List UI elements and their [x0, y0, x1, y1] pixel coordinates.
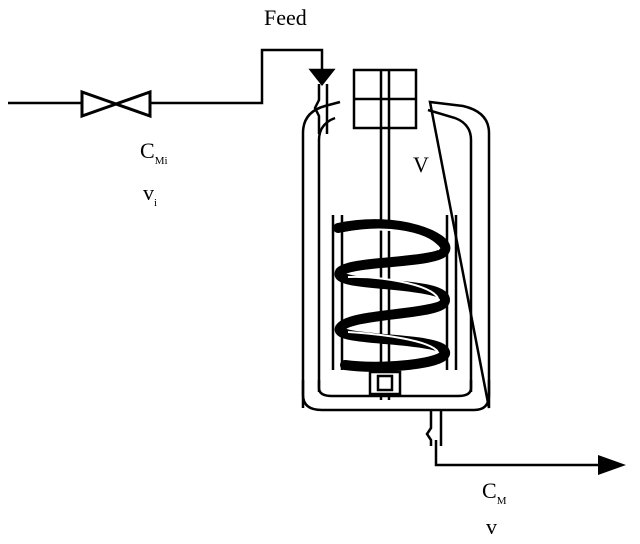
heating-coil-highlight	[344, 228, 439, 353]
reactor-jacket-bottom	[301, 380, 491, 412]
reactor-vessel	[317, 108, 473, 392]
inlet-concentration-label: CMi	[140, 138, 168, 167]
outlet-flow-label: v	[486, 514, 497, 539]
outlet-concentration-main: C	[482, 478, 497, 503]
outlet-concentration-subscript: M	[496, 495, 507, 507]
inlet-flow-main: v	[143, 180, 154, 205]
reactor-vessel-bottom	[317, 380, 473, 398]
heating-coil	[333, 219, 451, 372]
outlet-arrow-icon	[598, 455, 626, 475]
outlet-concentration-label: CM	[482, 478, 506, 507]
feed-label: Feed	[264, 5, 307, 30]
feed-nozzle	[308, 68, 336, 134]
volume-label: V	[413, 152, 429, 177]
inlet-flow-label: vi	[143, 180, 157, 209]
inlet-concentration-main: C	[140, 138, 155, 163]
feed-valve-icon	[80, 89, 152, 119]
agitator-motor	[352, 68, 418, 130]
impeller	[368, 370, 402, 396]
feed-pipe	[8, 48, 324, 105]
inlet-flow-subscript: i	[154, 197, 158, 209]
reactor-jacket	[301, 100, 491, 409]
outlet-pipe	[425, 410, 600, 467]
inlet-concentration-subscript: Mi	[154, 155, 168, 167]
